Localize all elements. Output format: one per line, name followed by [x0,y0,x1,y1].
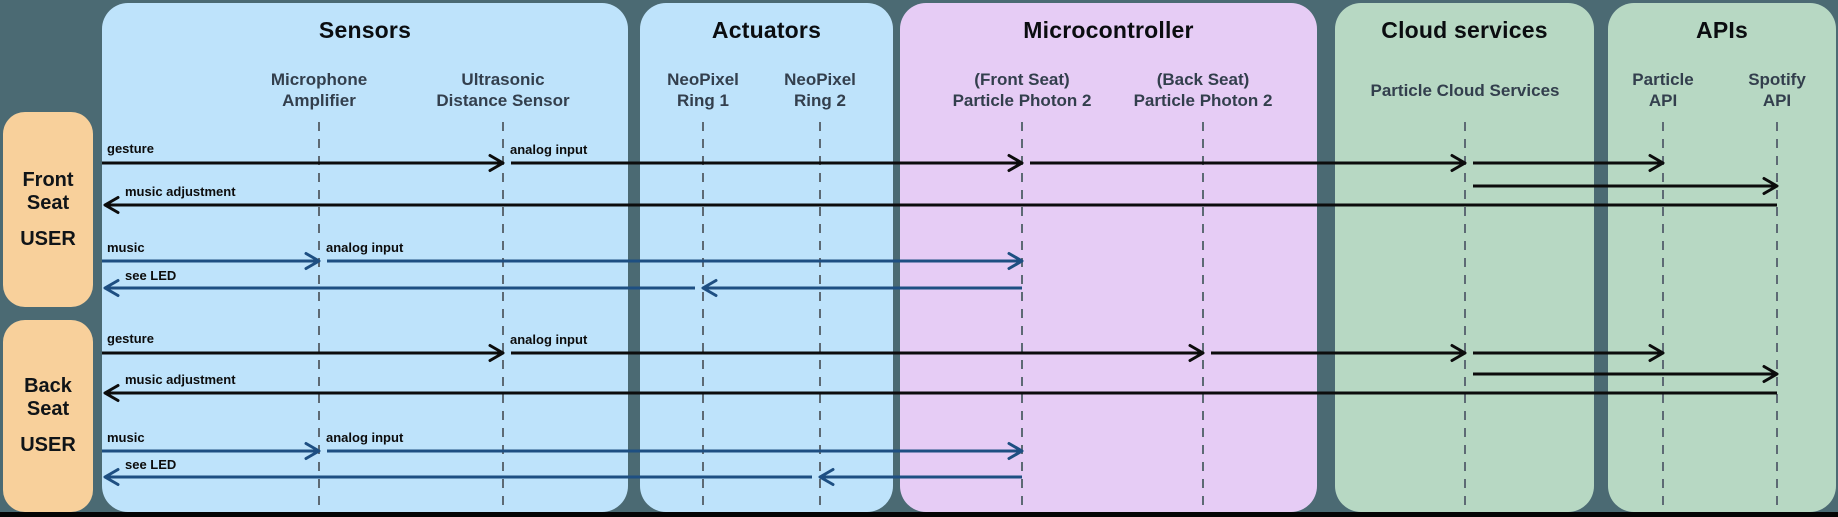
panel-apis: APIs [1608,3,1836,512]
bottom-bar [0,512,1838,517]
panel-sensors: Sensors [102,3,628,512]
actor-role: USER [20,227,76,250]
actor-role: USER [20,434,76,456]
panel-cloud-services: Cloud services [1335,3,1594,512]
actor-name: Back Seat [24,375,72,420]
actor-name: Front Seat [22,168,74,214]
panel-title-microcontroller: Microcontroller [1023,17,1194,43]
actor-front-seat-user: Front Seat USER [3,112,93,307]
panel-title-cloud-services: Cloud services [1381,17,1548,43]
panel-actuators: Actuators [640,3,893,512]
actor-back-seat-user: Back Seat USER [3,320,93,512]
panel-microcontroller: Microcontroller [900,3,1317,512]
panel-title-sensors: Sensors [318,17,412,43]
panel-title-apis: APIs [1696,17,1748,43]
panel-title-actuators: Actuators [711,17,822,43]
